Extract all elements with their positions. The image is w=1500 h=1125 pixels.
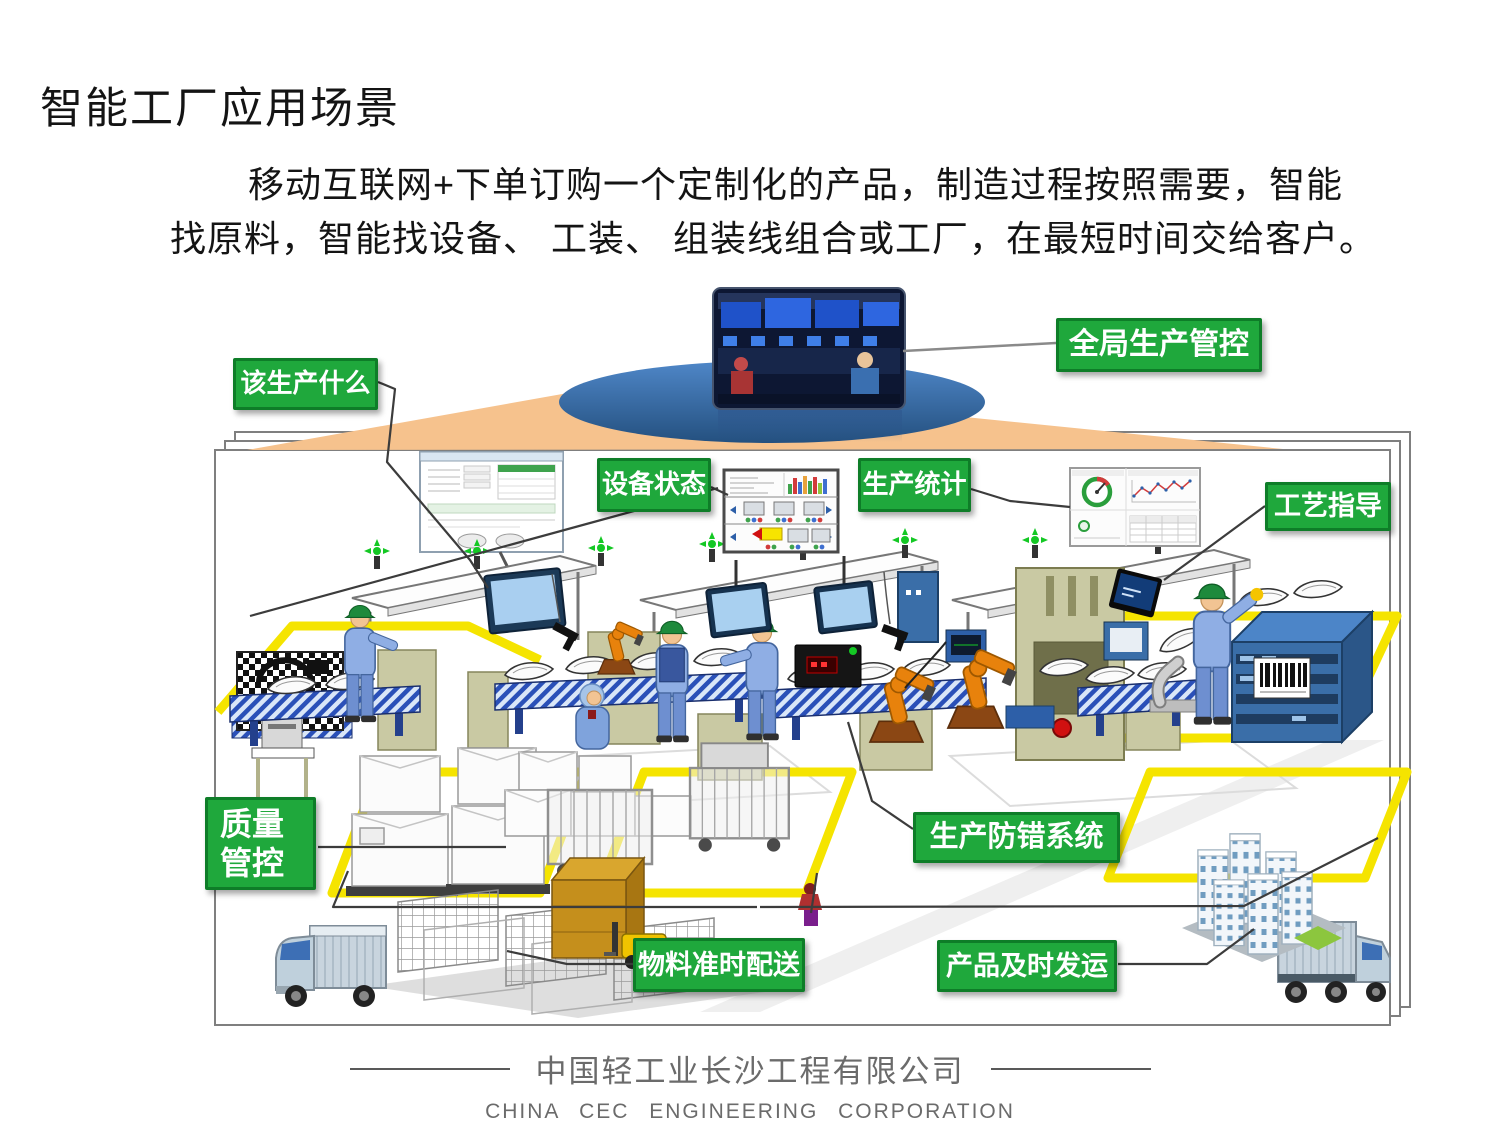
worker-seated <box>575 683 610 750</box>
callout-production-statistics: 生产统计 <box>858 458 971 512</box>
order-screen-window <box>419 451 564 553</box>
city-buildings <box>1182 833 1346 962</box>
worker <box>344 604 399 723</box>
hanging-monitors <box>483 556 1162 652</box>
process-tablet <box>1108 568 1162 618</box>
footer-rule-left <box>349 1067 510 1070</box>
wooden-crate <box>550 855 646 961</box>
trolley-carts <box>546 742 790 880</box>
inbound-truck <box>275 925 387 1007</box>
gray-fixture-robot <box>1149 623 1209 713</box>
workers <box>344 583 1264 750</box>
callout-process-guidance: 工艺指导 <box>1265 482 1391 531</box>
storage-rack <box>1229 579 1375 745</box>
slide-title: 智能工厂应用场景 <box>40 85 400 133</box>
tool-gun <box>881 624 909 652</box>
worker <box>655 620 690 744</box>
robot-arms <box>597 620 1018 743</box>
callout-equipment-status: 设备状态 <box>597 458 711 512</box>
production-stats-dashboard <box>1069 467 1201 547</box>
worker <box>1192 583 1264 726</box>
callout-what-to-produce: 该生产什么 <box>233 358 378 410</box>
body-text-line2: 找原料，智能找设备、 工装、 组装线组合或工厂，在最短时间交给客户。 <box>170 218 1377 259</box>
photo-reflection <box>718 410 902 442</box>
callout-material-jit-delivery: 物料准时配送 <box>633 938 805 992</box>
barcode-label <box>1253 657 1311 699</box>
equipment-status-dashboard <box>722 468 840 554</box>
cnc-machine <box>1005 567 1125 761</box>
company-name-cn: 中国轻工业长沙工程有限公司 <box>535 1054 965 1089</box>
callout-quality-control: 质量 管控 <box>205 797 316 890</box>
label-printer-table <box>251 715 315 800</box>
footer: 中国轻工业长沙工程有限公司 CHINA CEC ENGINEERING CORP… <box>0 1046 1500 1124</box>
body-text-line1: 移动互联网+下单订购一个定制化的产品，制造过程按照需要，智能 <box>248 164 1344 205</box>
worker <box>719 618 780 742</box>
connector-lines <box>249 341 1379 966</box>
callout-global-production-control: 全局生产管控 <box>1056 318 1262 372</box>
footer-rule-right <box>990 1067 1151 1070</box>
tool-gun <box>552 622 579 652</box>
control-room-photo <box>712 287 906 410</box>
callout-product-timely-shipping: 产品及时发运 <box>937 940 1117 992</box>
company-name-en: CHINA CEC ENGINEERING CORPORATION <box>485 1100 1015 1123</box>
callout-error-proofing-system: 生产防错系统 <box>913 812 1120 863</box>
error-proofing-device <box>794 644 862 688</box>
control-cabinets <box>897 571 1149 663</box>
